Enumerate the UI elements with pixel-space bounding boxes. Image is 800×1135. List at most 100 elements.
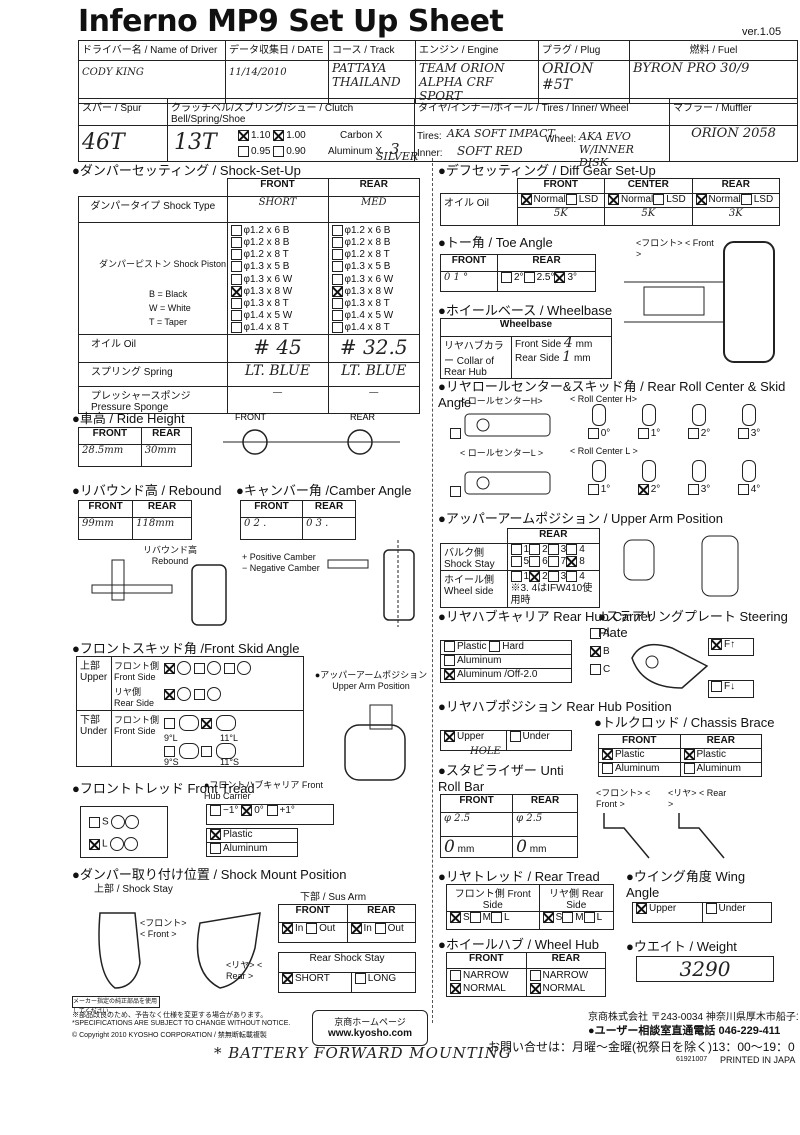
skid-upper-rear-2[interactable] [193, 688, 205, 700]
arm-stay-8[interactable] [566, 556, 578, 568]
rc-h-checkbox[interactable] [450, 428, 461, 440]
rear-out-checkbox[interactable] [374, 923, 386, 934]
skid-upper-front-3[interactable] [223, 662, 235, 674]
skid-upper-front-1[interactable] [164, 662, 175, 674]
driver-field[interactable]: CODY KING [78, 60, 226, 104]
clutch-090-checkbox[interactable] [273, 146, 285, 157]
sponge-rear[interactable]: — [327, 386, 420, 415]
whub-front-normal[interactable] [450, 982, 461, 994]
brace-rear-aluminum[interactable] [683, 763, 695, 774]
arm-wheel-2[interactable] [529, 571, 541, 582]
steer-a[interactable] [590, 628, 601, 639]
oil-front[interactable]: # 45 [226, 334, 329, 364]
roll-center-option-checkbox[interactable] [637, 484, 649, 495]
fhub-m1-checkbox[interactable] [210, 805, 221, 816]
rear-piston-checkbox[interactable] [331, 273, 343, 285]
rhub-plastic[interactable] [444, 641, 455, 652]
wing-upper[interactable] [636, 903, 647, 914]
rear-piston-checkbox[interactable] [331, 261, 343, 273]
front-piston-checkbox[interactable] [230, 297, 242, 309]
rear-piston-checkbox[interactable] [331, 225, 343, 236]
toe-3-checkbox[interactable] [554, 272, 566, 283]
steer-fu[interactable] [711, 639, 722, 650]
plug-field[interactable]: ORION #5T [538, 60, 630, 104]
front-in-checkbox[interactable] [282, 923, 293, 934]
rtread-f-s[interactable] [450, 912, 461, 923]
camber-rear-field[interactable]: 0 3 . [302, 517, 356, 540]
muffler-field[interactable]: ORION 2058 [669, 125, 798, 162]
rear-piston-checkbox[interactable] [331, 322, 343, 334]
rhub-aluminum[interactable] [444, 655, 455, 666]
front-piston-checkbox[interactable] [230, 273, 242, 285]
skid-under-2[interactable] [201, 717, 212, 729]
rear-piston-checkbox[interactable] [331, 309, 343, 321]
diff-front-normal[interactable] [520, 194, 532, 205]
clutch-095-checkbox[interactable] [238, 146, 249, 157]
rear-piston-checkbox[interactable] [331, 237, 343, 249]
fhub-p1-checkbox[interactable] [266, 805, 278, 816]
weight-field[interactable]: 3290 [636, 956, 774, 982]
steer-fd[interactable] [711, 681, 722, 692]
ride-front-field[interactable]: 28.5mm [78, 444, 142, 467]
toe-2-checkbox[interactable] [501, 272, 512, 283]
rebound-rear-field[interactable]: 118mm [132, 517, 192, 540]
rear-in-checkbox[interactable] [350, 923, 362, 934]
diff-front-lsd[interactable] [565, 194, 577, 205]
wb-front-field[interactable]: 4 [563, 335, 573, 351]
skid-upper-rear-1[interactable] [164, 688, 175, 700]
brace-front-plastic[interactable] [602, 749, 613, 760]
rhubpos-upper[interactable] [444, 731, 455, 742]
front-piston-checkbox[interactable] [230, 249, 242, 261]
stay-long-checkbox[interactable] [354, 973, 366, 984]
rebound-front-field[interactable]: 99mm [77, 517, 134, 540]
roll-center-option-checkbox[interactable] [587, 484, 599, 495]
steer-c[interactable] [590, 664, 601, 675]
front-piston-checkbox[interactable] [230, 261, 242, 273]
roll-center-option-checkbox[interactable] [587, 428, 599, 439]
tread-s-checkbox[interactable] [89, 816, 100, 828]
roll-center-option-checkbox[interactable] [737, 428, 749, 439]
fhub-aluminum-checkbox[interactable] [210, 843, 221, 854]
brace-front-aluminum[interactable] [602, 763, 613, 774]
stab-rear[interactable]: φ 2.5 [512, 812, 578, 837]
tires-field[interactable]: AKA SOFT IMPACT [447, 127, 555, 140]
skid-upper-front-2[interactable] [193, 662, 205, 674]
front-piston-checkbox[interactable] [230, 322, 242, 334]
inner-field[interactable]: SOFT RED [457, 144, 523, 158]
roll-center-option-checkbox[interactable] [687, 484, 699, 495]
camber-front-field[interactable]: 0 2 . [239, 517, 304, 540]
homepage-link[interactable]: www.kyosho.com [327, 1028, 413, 1039]
rear-piston-checkbox[interactable] [331, 285, 343, 297]
tread-l-checkbox[interactable] [89, 838, 100, 850]
rhubpos-under[interactable] [509, 731, 521, 742]
roll-center-option-checkbox[interactable] [637, 428, 649, 439]
stay-short-checkbox[interactable] [282, 973, 293, 984]
diff-rear-lsd[interactable] [740, 194, 752, 205]
diff-center-normal[interactable] [608, 194, 619, 205]
rhub-hard[interactable] [489, 641, 501, 652]
aluminum-field[interactable]: 3 [390, 140, 400, 158]
diff-oil-front[interactable]: 5K [516, 207, 605, 226]
spring-front[interactable]: LT. BLUE [226, 362, 329, 388]
front-out-checkbox[interactable] [306, 923, 318, 934]
brace-rear-plastic[interactable] [683, 749, 695, 760]
steer-b[interactable] [590, 646, 601, 657]
spur-field[interactable]: 46T [78, 125, 168, 162]
rear-piston-checkbox[interactable] [331, 249, 343, 261]
clutch-110-checkbox[interactable] [238, 130, 249, 141]
clutch-100-checkbox[interactable] [273, 130, 285, 141]
diff-rear-normal[interactable] [695, 194, 707, 205]
front-piston-checkbox[interactable] [230, 237, 242, 249]
toe-front-field[interactable]: 0 1 ° [440, 271, 498, 292]
oil-rear[interactable]: # 32.5 [327, 334, 420, 364]
diff-center-lsd[interactable] [653, 194, 665, 205]
skid-under-1[interactable] [164, 717, 175, 729]
skid-under-3[interactable] [164, 745, 175, 757]
fhub-plastic-checkbox[interactable] [210, 829, 221, 840]
diff-oil-rear[interactable]: 3K [691, 207, 780, 226]
roll-center-option-checkbox[interactable] [737, 484, 749, 495]
spring-rear[interactable]: LT. BLUE [327, 362, 420, 388]
fhub-0-checkbox[interactable] [241, 805, 253, 816]
front-piston-checkbox[interactable] [230, 309, 242, 321]
toe-25-checkbox[interactable] [523, 272, 535, 283]
